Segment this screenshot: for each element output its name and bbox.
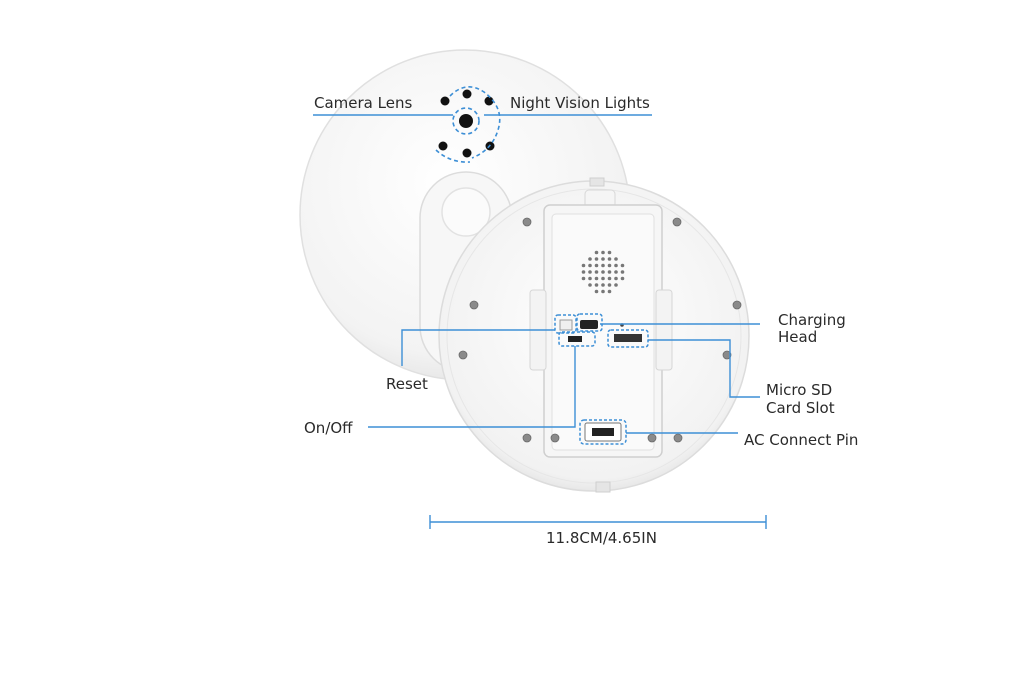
night-vision-outline bbox=[449, 86, 501, 159]
speaker-hole bbox=[601, 270, 605, 274]
speaker-hole bbox=[594, 250, 599, 255]
speaker-hole bbox=[594, 270, 599, 274]
speaker-hole bbox=[614, 283, 618, 287]
on-off-leader bbox=[368, 346, 576, 428]
speaker-hole bbox=[581, 263, 586, 268]
charging-port bbox=[580, 320, 598, 329]
micro-sd-label-line1: Micro SD bbox=[766, 381, 833, 399]
speaker-hole bbox=[588, 257, 592, 261]
night-vision-outline bbox=[435, 149, 471, 163]
camera-lens-outline bbox=[452, 107, 480, 135]
speaker-hole bbox=[601, 283, 605, 287]
front-button bbox=[441, 187, 491, 237]
speaker-hole bbox=[607, 250, 612, 255]
led-array bbox=[438, 89, 495, 158]
speaker-hole bbox=[594, 289, 599, 294]
speaker-hole bbox=[607, 283, 612, 287]
speaker-hole bbox=[588, 263, 592, 268]
speaker-hole bbox=[601, 263, 605, 268]
speaker-hole bbox=[594, 276, 599, 281]
micro-sd-slot bbox=[614, 334, 642, 342]
speaker-hole bbox=[581, 270, 586, 274]
reset-button bbox=[559, 319, 573, 331]
reset-outline bbox=[554, 314, 577, 334]
speaker-hole bbox=[614, 257, 618, 261]
charging-head-label-line2: Head bbox=[778, 328, 818, 346]
battery-cover bbox=[551, 213, 655, 451]
speaker-hole bbox=[620, 270, 625, 274]
charging-head-label-line1: Charging bbox=[778, 311, 846, 329]
speaker-hole bbox=[588, 276, 592, 281]
speaker-hole bbox=[601, 289, 605, 294]
camera-lens-dot bbox=[459, 114, 473, 128]
speaker-hole bbox=[581, 276, 586, 281]
speaker-hole bbox=[601, 257, 605, 261]
speaker-hole bbox=[607, 276, 612, 281]
speaker-hole bbox=[607, 289, 612, 294]
dimension-label: 11.8CM/4.65IN bbox=[546, 529, 657, 547]
led-dot bbox=[440, 96, 450, 106]
reset-leader bbox=[401, 329, 555, 366]
ac-pin-outline bbox=[579, 419, 627, 445]
bottom-notch bbox=[595, 481, 611, 493]
night-vision-label: Night Vision Lights bbox=[510, 94, 650, 112]
speaker-hole bbox=[620, 276, 625, 281]
on-off-switch bbox=[568, 336, 582, 342]
speaker-hole bbox=[620, 263, 625, 268]
speaker-grille bbox=[581, 250, 625, 294]
micro-sd-outline bbox=[607, 329, 649, 348]
screws bbox=[458, 217, 742, 443]
micro-sd-label-line2: Card Slot bbox=[766, 399, 835, 417]
speaker-hole bbox=[607, 270, 612, 274]
on-off-label: On/Off bbox=[304, 419, 353, 437]
led-dot bbox=[462, 89, 472, 99]
speaker-hole bbox=[614, 263, 618, 268]
ac-connect-pin-label: AC Connect Pin bbox=[744, 431, 859, 449]
micro-sd-leader bbox=[648, 339, 760, 398]
speaker-hole bbox=[594, 283, 599, 287]
speaker-hole bbox=[607, 263, 612, 268]
camera-lens-label: Camera Lens bbox=[314, 94, 413, 112]
led-dot bbox=[484, 96, 494, 106]
reset-label: Reset bbox=[386, 375, 428, 393]
speaker-hole bbox=[614, 270, 618, 274]
speaker-hole bbox=[594, 257, 599, 261]
ac-pin-contacts bbox=[592, 428, 614, 436]
speaker-hole bbox=[594, 263, 599, 268]
side-clip-right bbox=[655, 289, 673, 371]
top-notch bbox=[589, 177, 605, 187]
led-dot bbox=[438, 141, 448, 151]
on-off-outline bbox=[558, 331, 596, 347]
speaker-hole bbox=[614, 276, 618, 281]
led-dot bbox=[462, 148, 472, 158]
speaker-hole bbox=[601, 276, 605, 281]
speaker-hole bbox=[607, 257, 612, 261]
speaker-hole bbox=[588, 270, 592, 274]
back-unit bbox=[438, 177, 750, 493]
speaker-hole bbox=[588, 283, 592, 287]
callout-lines bbox=[313, 114, 767, 529]
speaker-hole bbox=[601, 250, 605, 255]
